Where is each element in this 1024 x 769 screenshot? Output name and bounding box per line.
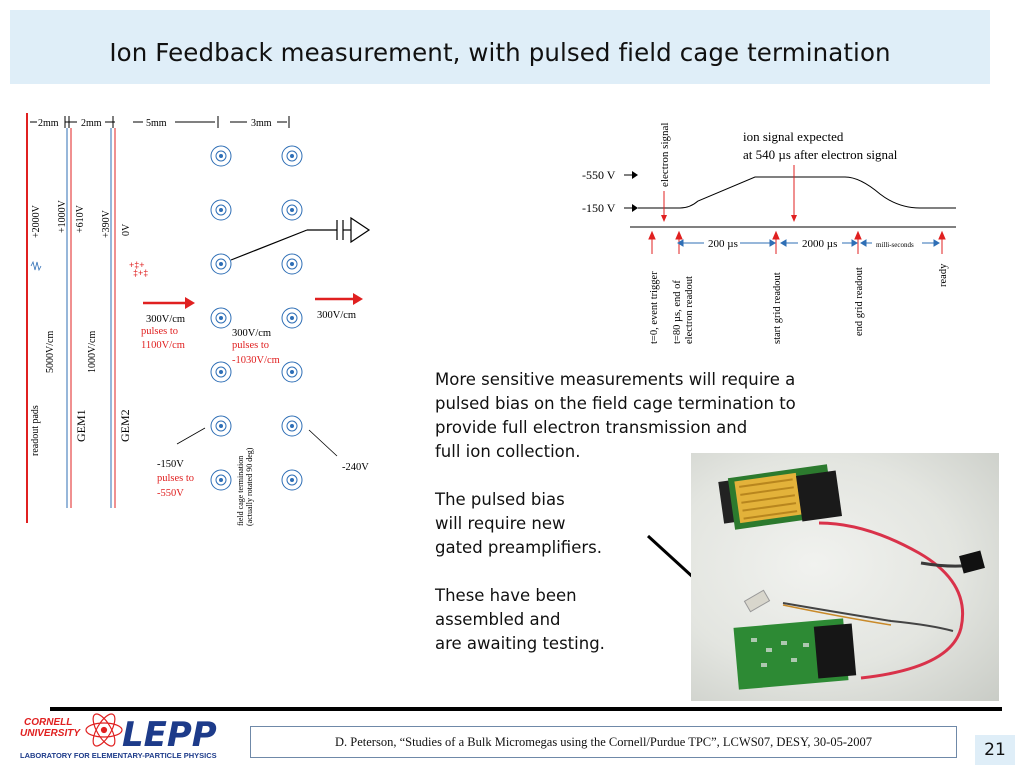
pulse-label: 1100V/cm [141, 340, 185, 351]
gap-label: 5mm [146, 118, 167, 129]
detector-diagram-svg: 2mm 2mm 5mm 3mm +2000V +1000V +610V +390… [26, 113, 371, 526]
detector-diagram: 2mm 2mm 5mm 3mm +2000V +1000V +610V +390… [25, 108, 390, 528]
event-arrows [648, 230, 946, 254]
gap-label: 2mm [38, 118, 59, 129]
paragraph: These have been assembled and are awaiti… [435, 584, 885, 656]
amplifier-circuit-icon [230, 216, 371, 261]
text-line: gated preamplifiers. [435, 538, 602, 557]
footer-divider [50, 707, 1002, 711]
logo-text: CORNELL [24, 717, 72, 728]
voltage-label: +1000V [57, 199, 68, 233]
pulse-label: -550V [157, 488, 184, 499]
timing-diagram-svg: -550 V -150 V electron signal ion signal… [582, 123, 956, 344]
gap-label: 3mm [251, 118, 272, 129]
svg-text:‡+‡: ‡+‡ [133, 268, 148, 278]
event-label: start grid readout [772, 272, 783, 344]
page-number: 21 [975, 735, 1015, 765]
interval-label: 200 µs [708, 238, 738, 250]
event-label: t=80 µs, end of [672, 280, 683, 344]
pulse-label: -1030V/cm [232, 355, 280, 366]
arrow-head [661, 215, 667, 222]
layer-label: GEM2 [118, 409, 132, 442]
pulse-label: pulses to [232, 340, 269, 351]
timing-diagram: -550 V -150 V electron signal ion signal… [580, 89, 956, 345]
arrow-head [791, 215, 797, 222]
body-text: More sensitive measurements will require… [435, 368, 885, 680]
text-line: full ion collection. [435, 442, 581, 461]
interval-label: 2000 µs [802, 238, 837, 250]
event-label: electron readout [684, 276, 695, 344]
event-label: ready [938, 263, 949, 287]
ion-expected-label: at 540 µs after electron signal [743, 147, 898, 162]
arrow-head [632, 171, 638, 179]
text-line: provide full electron transmission and [435, 418, 748, 437]
gap-dimension-line [30, 116, 290, 128]
interval-label: milli-seconds [876, 241, 914, 249]
footer-text: D. Peterson, “Studies of a Bulk Micromeg… [335, 735, 872, 749]
text-line: are awaiting testing. [435, 634, 605, 653]
text-line: pulsed bias on the field cage terminatio… [435, 394, 796, 413]
field-cage-rings [210, 145, 303, 491]
paragraph: The pulsed bias will require new gated p… [435, 488, 885, 560]
atom-icon [85, 713, 123, 747]
y-label-low: -150 V [582, 201, 616, 215]
paragraph: More sensitive measurements will require… [435, 368, 885, 464]
text-line: More sensitive measurements will require… [435, 370, 796, 389]
field-label: 300V/cm [317, 310, 356, 321]
electron-signal-label: electron signal [659, 123, 671, 187]
logo-sub: LABORATORY FOR ELEMENTARY-PARTICLE PHYSI… [20, 751, 217, 760]
event-label: end grid readout [854, 267, 865, 336]
voltage-label: -240V [342, 462, 369, 473]
field-label: 300V/cm [232, 328, 271, 339]
text-line: The pulsed bias [435, 490, 565, 509]
layer-label: GEM1 [74, 409, 88, 442]
voltage-label: +2000V [31, 204, 42, 238]
layer-label: readout pads [30, 405, 41, 456]
cage-label: field cage termination [236, 456, 245, 526]
preamplifier-photo-svg [718, 464, 985, 690]
slide-title: Ion Feedback measurement, with pulsed fi… [109, 38, 891, 67]
logo-text: UNIVERSITY [20, 728, 81, 739]
voltage-label: +610V [75, 204, 86, 233]
gap-label: 2mm [81, 118, 102, 129]
text-line: assembled and [435, 610, 561, 629]
field-arrow-left [143, 297, 195, 309]
title-bar: Ion Feedback measurement, with pulsed fi… [10, 10, 990, 84]
ion-cluster-icon: +‡+‡+‡ [129, 260, 148, 278]
footer-citation: D. Peterson, “Studies of a Bulk Micromeg… [250, 726, 957, 758]
text-line: will require new [435, 514, 566, 533]
voltage-label: -150V [157, 459, 184, 470]
lepp-logo: CORNELL UNIVERSITY LEPP LABORATORY FOR E… [18, 712, 243, 764]
lepp-logo-svg: CORNELL UNIVERSITY LEPP LABORATORY FOR E… [20, 713, 217, 760]
voltage-label: 0V [121, 223, 132, 236]
cage-label: (actually rotated 90 deg) [245, 447, 254, 526]
pulse-label: pulses to [141, 326, 178, 337]
arrow-head [632, 204, 638, 212]
field-label: 1000V/cm [87, 331, 98, 373]
field-label: 300V/cm [146, 314, 185, 325]
logo-mark: LEPP [122, 715, 217, 755]
svg-text:+‡+: +‡+ [129, 260, 145, 270]
pointer-line [308, 429, 338, 457]
field-arrow-right [315, 293, 363, 305]
signal-wiggle-icon [30, 260, 42, 272]
voltage-label: +390V [101, 209, 112, 238]
y-label-high: -550 V [582, 168, 616, 182]
text-line: These have been [435, 586, 577, 605]
interval-arrows [677, 239, 940, 247]
pointer-line [176, 427, 206, 445]
field-label: 5000V/cm [45, 331, 56, 373]
voltage-waveform [638, 176, 956, 209]
preamplifier-photo [691, 453, 999, 701]
ion-expected-label: ion signal expected [743, 129, 844, 144]
pulse-label: pulses to [157, 473, 194, 484]
event-label: t=0, event trigger [649, 271, 660, 344]
